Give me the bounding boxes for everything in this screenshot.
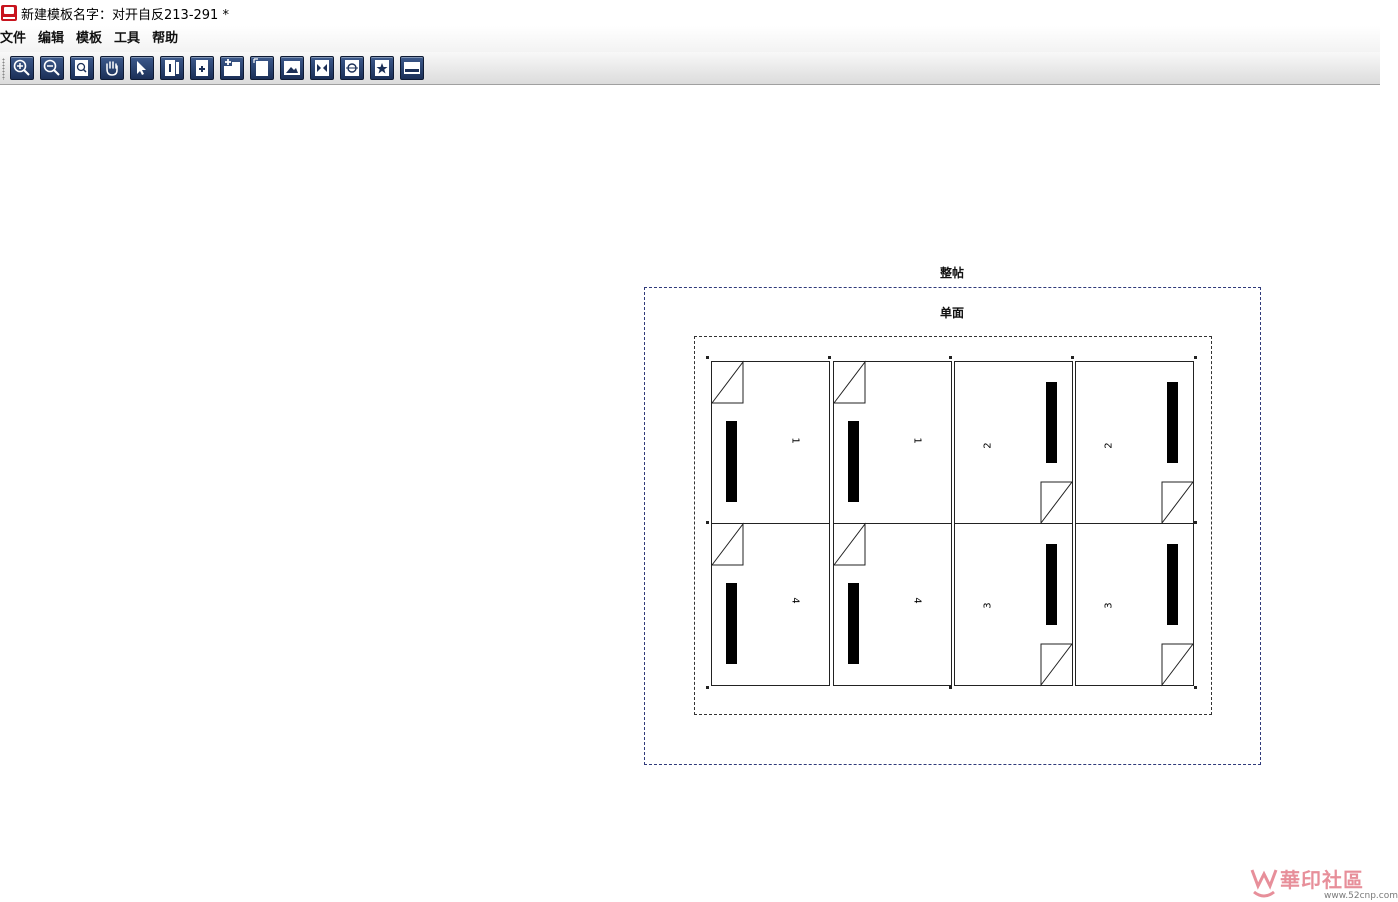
fold-corner-icon [1161, 481, 1195, 525]
page-panel[interactable]: 2 [954, 361, 1074, 525]
page-panel[interactable]: 1 [832, 360, 952, 524]
side-label: 单面 [939, 306, 964, 320]
fold-corner-icon [710, 522, 744, 566]
watermark-url: www.52cnp.com [1324, 891, 1398, 901]
image-frame-icon [284, 61, 300, 75]
page-panel[interactable]: 4 [710, 522, 830, 686]
zoom-out-button[interactable] [40, 56, 64, 80]
zoom-fit-icon [75, 60, 88, 76]
cut-mark [706, 356, 709, 359]
toolbar [0, 52, 1380, 85]
page-panel[interactable]: 3 [1075, 523, 1195, 687]
menu-tools[interactable]: 工具 [114, 31, 141, 46]
star-mark-icon [375, 60, 389, 76]
color-bar [1046, 382, 1057, 463]
bar-mark-button[interactable] [400, 56, 424, 80]
page-number-icon [165, 60, 179, 76]
app-logo-icon [1, 5, 17, 21]
cut-mark [706, 686, 709, 689]
fold-corner-icon [1040, 481, 1074, 525]
fold-corner-icon [832, 522, 866, 566]
fold-corner-icon [710, 360, 744, 404]
zoom-in-icon [13, 59, 30, 76]
color-mark-icon [345, 60, 359, 76]
page-number: 2 [982, 442, 994, 449]
page-frame-icon [253, 58, 268, 76]
page-panel[interactable]: 1 [710, 360, 830, 524]
sheet-label: 整帖 [939, 266, 964, 280]
add-multi-page-button[interactable] [220, 56, 244, 80]
bar-mark-icon [404, 62, 420, 74]
color-bar [1046, 544, 1057, 625]
page-number: 2 [1103, 442, 1115, 449]
color-mark-button[interactable] [340, 56, 364, 80]
hand-pan-icon [106, 61, 118, 76]
sheet-boundary[interactable] [644, 287, 1261, 765]
watermark-logo-icon [1250, 869, 1278, 898]
page-number: 1 [911, 437, 923, 444]
page-number: 3 [1103, 602, 1115, 609]
color-bar [848, 421, 859, 502]
cut-mark [1071, 356, 1074, 359]
color-bar [726, 421, 737, 502]
fold-corner-icon [1040, 643, 1074, 687]
imposition-sheet[interactable]: 1 1 2 2 4 [706, 356, 1198, 690]
menu-template[interactable]: 模板 [76, 31, 103, 46]
color-bar [726, 583, 737, 664]
page-frame-button[interactable] [250, 56, 274, 80]
fold-corner-icon [832, 360, 866, 404]
add-multi-page-icon [224, 59, 240, 76]
page-number: 1 [789, 437, 801, 444]
fold-corner-icon [1161, 643, 1195, 687]
bleed-marks-icon [315, 60, 329, 76]
add-page-button[interactable] [190, 56, 214, 80]
watermark: 華印社區 www.52cnp.com [1250, 864, 1398, 902]
color-bar [1167, 544, 1178, 625]
add-page-icon [196, 60, 208, 76]
window-title: 新建模板名字：对开自反213-291 * [21, 7, 229, 23]
menu-edit[interactable]: 编辑 [38, 31, 65, 46]
pointer-select-icon [137, 61, 146, 75]
page-panel[interactable]: 4 [832, 522, 952, 686]
image-frame-button[interactable] [280, 56, 304, 80]
page-panel[interactable]: 2 [1075, 361, 1195, 525]
page-number: 4 [911, 597, 923, 604]
menu-bar: 文件 编辑 模板 工具 帮助 [0, 26, 1380, 52]
toolbar-grip[interactable] [2, 58, 5, 80]
cut-mark [1194, 356, 1197, 359]
side-boundary[interactable] [694, 336, 1212, 715]
zoom-fit-button[interactable] [70, 56, 94, 80]
menu-file[interactable]: 文件 [0, 31, 27, 46]
watermark-text: 華印社區 [1280, 868, 1364, 892]
zoom-in-button[interactable] [10, 56, 34, 80]
cut-mark [1194, 521, 1197, 524]
cut-mark [706, 521, 709, 524]
page-number: 3 [982, 602, 994, 609]
color-bar [848, 583, 859, 664]
page-number-button[interactable] [160, 56, 184, 80]
bleed-marks-button[interactable] [310, 56, 334, 80]
page-panel[interactable]: 3 [954, 523, 1074, 687]
page-number: 4 [789, 597, 801, 604]
pointer-select-button[interactable] [130, 56, 154, 80]
star-mark-button[interactable] [370, 56, 394, 80]
zoom-out-icon [43, 59, 60, 76]
hand-pan-button[interactable] [100, 56, 124, 80]
menu-help[interactable]: 帮助 [152, 31, 179, 46]
title-bar: 新建模板名字：对开自反213-291 * [0, 0, 1380, 26]
cut-mark [949, 356, 952, 359]
cut-mark [1194, 686, 1197, 689]
template-canvas[interactable]: 整帖 单面 1 1 2 [0, 86, 1398, 901]
cut-mark [949, 686, 952, 689]
color-bar [1167, 382, 1178, 463]
cut-mark [828, 356, 831, 359]
